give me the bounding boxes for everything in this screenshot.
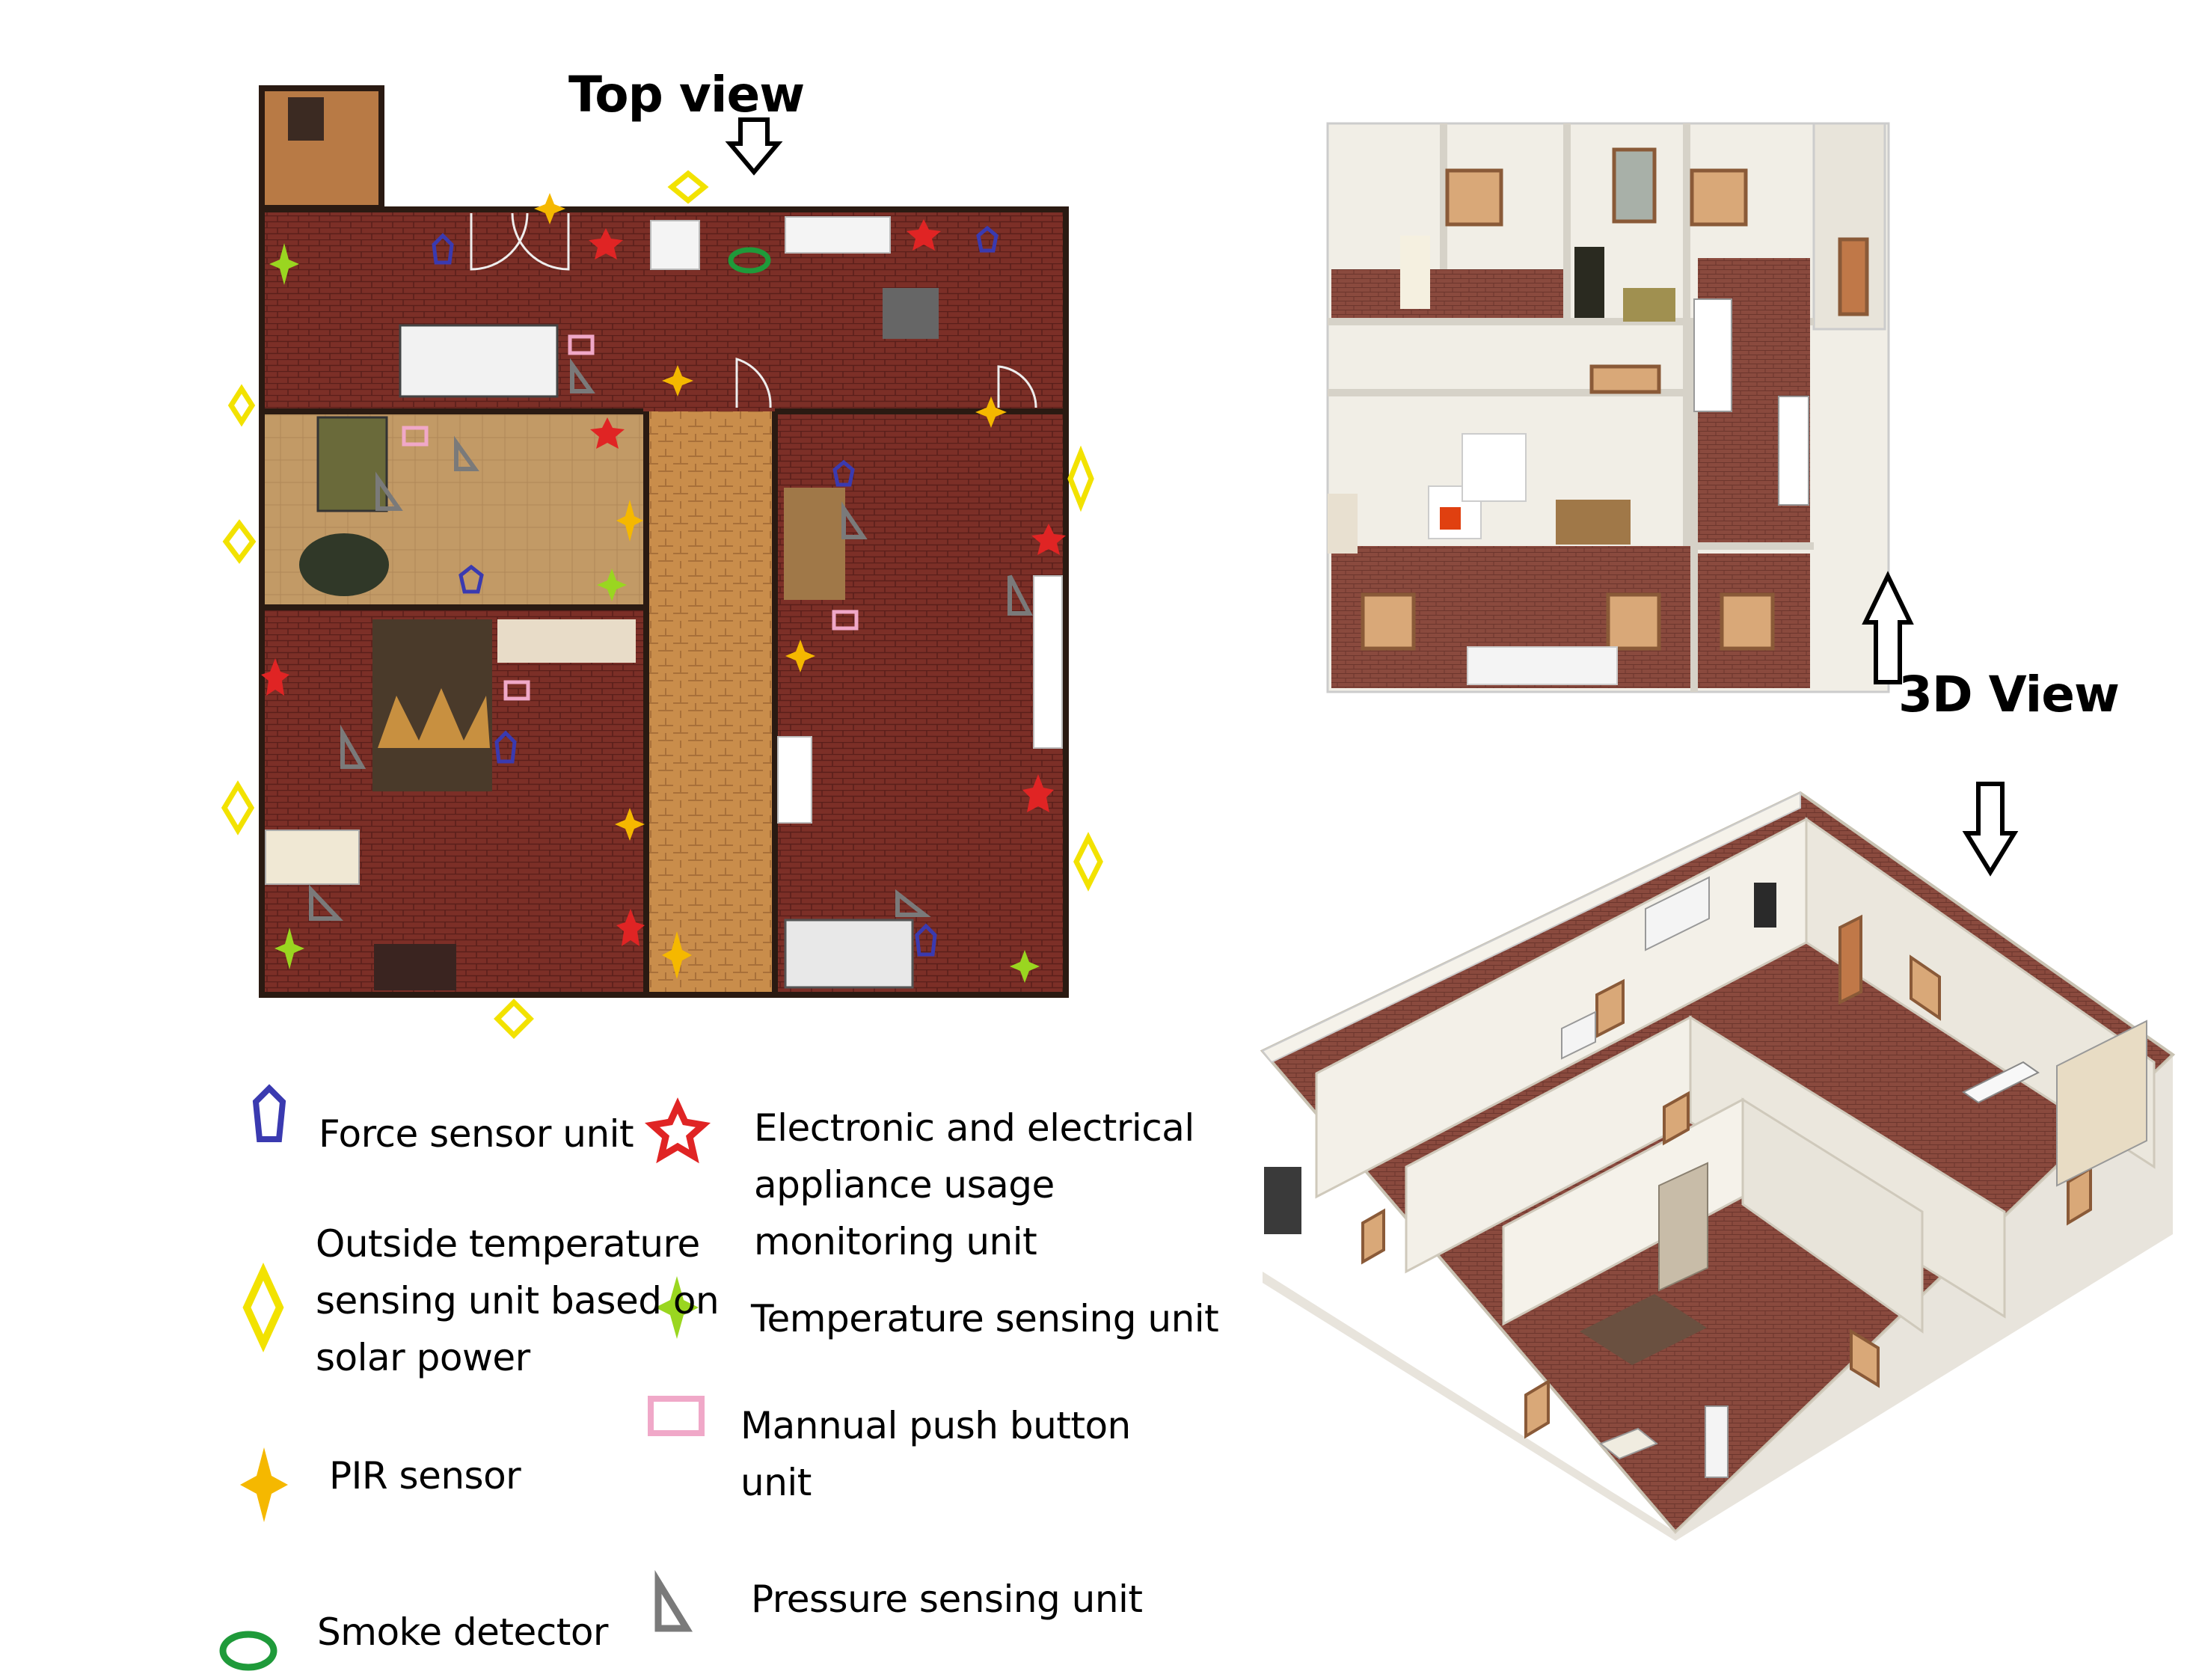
- force-sensor-icon: [976, 225, 999, 253]
- legend-temperature-sensing: Temperature sensing unit: [751, 1297, 1219, 1340]
- push-button-icon: [568, 334, 595, 355]
- smoke-detector-icon: [728, 247, 771, 274]
- appliance-monitor-icon: [1031, 524, 1066, 555]
- legend-force-sensor: Force sensor unit: [319, 1112, 634, 1156]
- pressure-sensor-icon: [895, 889, 931, 917]
- pressure-sensor-icon: [454, 435, 479, 471]
- down-arrow-icon: [725, 117, 783, 176]
- hallway-floor: [649, 411, 775, 995]
- counter: [785, 216, 891, 254]
- outside-temp-icon: [221, 780, 255, 836]
- down-arrow-icon: [1962, 782, 2019, 877]
- appliance-monitor-icon: [589, 228, 623, 260]
- push-button-icon: [648, 1396, 705, 1436]
- pressure-sensor-icon: [340, 724, 366, 769]
- annex-furniture: [288, 97, 324, 141]
- bench: [650, 220, 700, 270]
- couch-right: [784, 488, 845, 600]
- pressure-sensor-icon: [1007, 574, 1033, 616]
- stove: [883, 288, 939, 339]
- temperature-sensor-icon: [1010, 950, 1040, 983]
- up-arrow-icon: [1862, 571, 1914, 684]
- push-button-icon: [503, 680, 530, 701]
- legend-pir-sensor: PIR sensor: [329, 1454, 521, 1497]
- desk: [374, 944, 456, 990]
- appliance-monitor-icon: [590, 417, 625, 449]
- pressure-sensor-icon: [570, 358, 595, 393]
- 3d-view-label: 3D View: [1898, 666, 2120, 723]
- push-button-icon: [832, 610, 859, 631]
- sofa-bottom: [784, 919, 914, 989]
- force-sensor-icon: [494, 730, 517, 764]
- outside-temp-icon: [242, 1262, 284, 1353]
- bed-cover: [378, 688, 490, 748]
- pressure-sensor-icon: [309, 884, 343, 921]
- bathtub: [316, 416, 388, 512]
- temperature-sensor-icon: [269, 243, 299, 285]
- legend-outside-temperature: Outside temperature sensing unit based o…: [316, 1222, 720, 1379]
- appliance-monitor-icon: [644, 1097, 711, 1164]
- pressure-sensor-icon: [654, 1570, 693, 1632]
- pir-sensor-icon: [616, 500, 643, 542]
- inner-walls: [262, 408, 1066, 995]
- outside-temp-icon: [667, 170, 709, 204]
- legend-smoke-detector: Smoke detector: [317, 1610, 608, 1654]
- 3d-isometric-render: [1260, 791, 2176, 1541]
- outside-temp-icon: [1067, 445, 1094, 512]
- pir-sensor-icon: [534, 193, 565, 224]
- pir-sensor-icon: [662, 365, 693, 396]
- wardrobe: [497, 619, 636, 663]
- pressure-sensor-icon: [375, 471, 403, 511]
- outside-temp-icon: [222, 519, 257, 564]
- outside-temp-icon: [1073, 832, 1103, 892]
- temperature-sensor-icon: [597, 568, 627, 601]
- shelves: [265, 830, 360, 885]
- force-sensor-icon: [915, 923, 937, 957]
- 3d-top-render: [1326, 122, 1890, 693]
- door-arc: [470, 212, 1037, 408]
- appliance-monitor-icon: [261, 658, 289, 696]
- appliance-monitor-icon: [1022, 774, 1054, 812]
- pir-sensor-icon: [785, 640, 815, 672]
- table-hall: [777, 736, 812, 824]
- top-view-label: Top view: [568, 66, 805, 123]
- force-sensor-icon: [458, 564, 484, 594]
- force-sensor-icon: [832, 459, 855, 487]
- legend-icons: [219, 1084, 711, 1671]
- legend-appliance-monitor: Electronic and electrical appliance usag…: [754, 1106, 1194, 1263]
- force-sensor-icon: [252, 1084, 286, 1142]
- tub-round: [299, 533, 389, 596]
- cabinet-right: [1033, 575, 1063, 749]
- bed: [372, 619, 492, 791]
- appliance-monitor-icon: [616, 909, 645, 946]
- pressure-sensor-icon: [841, 501, 868, 539]
- outside-temp-icon: [227, 384, 256, 427]
- appliance-monitor-icon: [907, 219, 941, 251]
- outside-temp-icon: [494, 999, 534, 1039]
- sofa: [399, 324, 559, 398]
- floor-plan-top-view: [259, 85, 1069, 998]
- pir-sensor-icon: [662, 931, 692, 979]
- temperature-sensor-icon: [655, 1276, 699, 1339]
- sensor-markers: [221, 170, 1103, 1039]
- smoke-detector-icon: [219, 1631, 277, 1671]
- pir-sensor-icon: [240, 1447, 288, 1522]
- pir-sensor-icon: [615, 808, 645, 841]
- temperature-sensor-icon: [274, 928, 304, 969]
- force-sensor-icon: [432, 233, 454, 265]
- outer-wall: [259, 206, 1069, 998]
- pir-sensor-icon: [975, 396, 1007, 428]
- push-button-icon: [402, 426, 429, 447]
- legend-pressure-sensing: Pressure sensing unit: [751, 1578, 1143, 1621]
- legend-push-button: Mannual push button unit: [740, 1404, 1131, 1504]
